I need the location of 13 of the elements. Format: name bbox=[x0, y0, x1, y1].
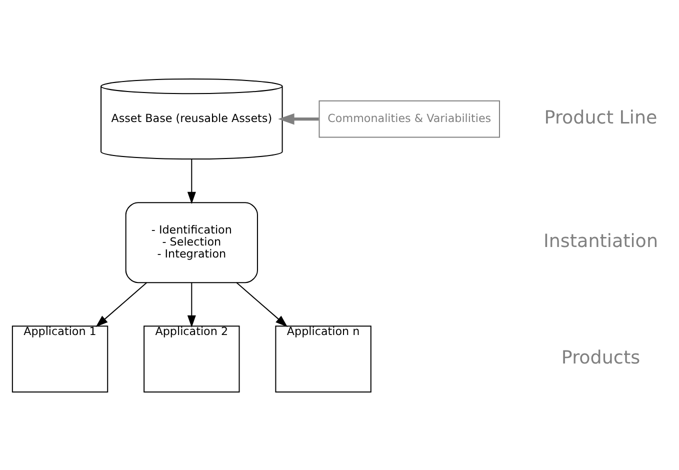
arrow bbox=[236, 282, 288, 326]
node-box: Application n bbox=[275, 325, 372, 392]
label: Product Line bbox=[544, 107, 658, 128]
label: Instantiation bbox=[543, 230, 658, 252]
node-box: Commonalities & Variabilities bbox=[318, 100, 500, 138]
arrow bbox=[187, 282, 196, 328]
node-box: Application 1 bbox=[12, 325, 108, 392]
arrow bbox=[187, 158, 196, 204]
label: Products bbox=[561, 346, 640, 368]
arrow bbox=[96, 282, 148, 326]
node-box: - Identification - Selection - Integration bbox=[125, 202, 258, 283]
node-box: Application 2 bbox=[144, 325, 240, 392]
arrow bbox=[278, 112, 319, 124]
